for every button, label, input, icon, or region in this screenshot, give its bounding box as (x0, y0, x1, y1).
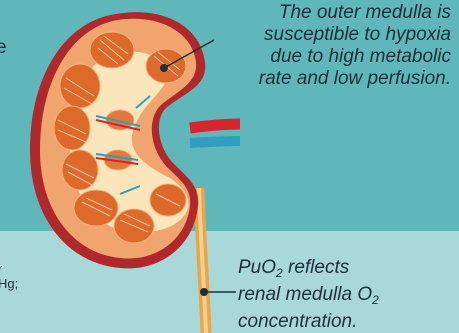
cropped-text-fragment: e (0, 39, 7, 56)
renal-vein (190, 141, 240, 143)
renal-artery (190, 124, 240, 128)
callout-text-line: PuO2 reflects (238, 257, 448, 284)
outer-medulla-callout: The outer medulla is susceptible to hypo… (191, 2, 451, 90)
callout-text-line: The outer medulla is (191, 2, 451, 24)
cropped-text-fragment: Hg; (0, 275, 18, 292)
callout-text-line: susceptible to hypoxia (191, 24, 451, 46)
callout-text-line: concentration. (238, 311, 448, 333)
puo2-callout: PuO2 reflects renal medulla O2 concentra… (238, 257, 448, 333)
callout-text-line: renal medulla O2 (238, 284, 448, 311)
callout-text-line: due to high metabolic (191, 46, 451, 68)
callout-text-line: rate and low perfusion. (191, 68, 451, 90)
